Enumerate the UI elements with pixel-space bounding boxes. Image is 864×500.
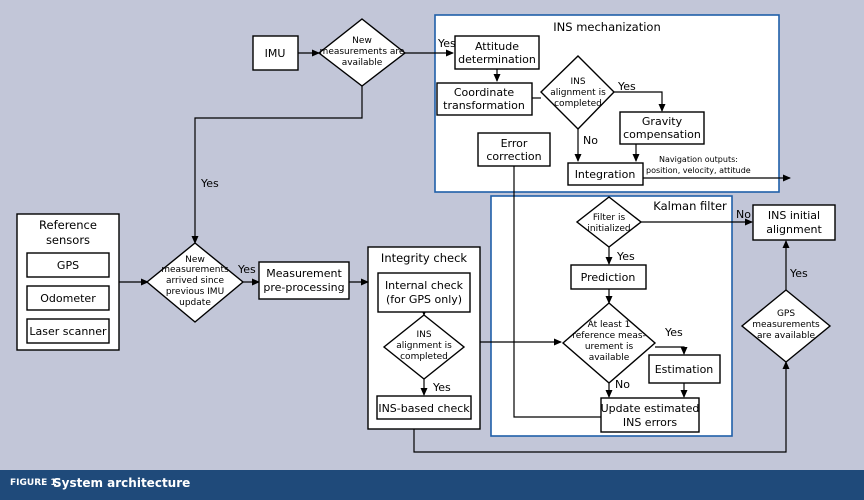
ins-based-check-label: INS-based check: [378, 402, 470, 415]
reference-available-decision: [561, 302, 657, 384]
ins-based-check-box: [376, 395, 472, 420]
gravity-compensation-box: [619, 111, 705, 145]
new-measurements-imu-line-4: previous IMU: [166, 287, 224, 297]
integrity-check-title: Integrity check: [381, 251, 467, 265]
edge-label-no-update: No: [615, 378, 630, 391]
edge-label-yes-down: Yes: [200, 177, 219, 190]
ins-initial-alignment-line-1: INS initial: [768, 209, 820, 222]
internal-check-box: [377, 272, 471, 313]
error-correction-line-1: Error: [501, 137, 528, 150]
ins-alignment-mech-line-2: alignment is: [550, 88, 606, 98]
gps-box: [26, 252, 110, 278]
ins-alignment-integrity-decision: [382, 314, 466, 380]
ins-mechanization-title: INS mechanization: [553, 20, 660, 34]
ins-alignment-mech-line-3: completed: [554, 99, 602, 109]
new-measurements-imu-line-5: update: [179, 298, 211, 308]
ins-alignment-integrity-line-3: completed: [400, 352, 448, 362]
imu-box: [252, 35, 299, 71]
edge-label-yes-prediction: Yes: [616, 250, 635, 263]
prediction-box: [570, 264, 647, 290]
gravity-compensation-line-2: compensation: [623, 128, 701, 141]
coordinate-transformation-line-1: Coordinate: [454, 86, 515, 99]
odometer-label: Odometer: [40, 292, 96, 305]
new-measurements-line-3: available: [342, 58, 383, 68]
reference-available-line-1: At least 1: [588, 320, 631, 330]
reference-available-line-4: available: [589, 353, 630, 363]
figure-number: FIGURE 1: [10, 478, 57, 488]
error-correction-box: [477, 132, 551, 167]
filter-initialized-line-1: Filter is: [593, 213, 626, 223]
ins-alignment-integrity-line-2: alignment is: [396, 341, 452, 351]
new-measurements-decision: [317, 18, 407, 87]
new-measurements-imu-line-1: New: [185, 255, 205, 265]
edge-ins-alignment-to-gravity: [614, 91, 666, 112]
reference-sensors-title-2: sensors: [46, 233, 90, 247]
edge-error-correction-down: [513, 166, 601, 418]
coordinate-transformation-line-2: transformation: [443, 99, 525, 112]
reference-available-line-3: urement is: [585, 342, 634, 352]
reference-available-line-2: reference meas-: [572, 331, 646, 341]
gps-available-line-3: are available: [757, 331, 816, 341]
reference-sensors-title-1: Reference: [39, 218, 97, 232]
attitude-determination-box: [454, 35, 540, 70]
new-measurements-line-2: measurements are: [320, 47, 405, 57]
gravity-compensation-line-1: Gravity: [642, 115, 683, 128]
edge-decision-down-loop: [194, 86, 363, 240]
edge-label-yes-estimation: Yes: [664, 326, 683, 339]
laser-scanner-label: Laser scanner: [29, 325, 107, 338]
kalman-filter-title: Kalman filter: [653, 199, 727, 213]
measurement-preprocessing-box: [258, 261, 350, 300]
edge-reference-to-estimation: [655, 346, 688, 355]
filter-initialized-decision: [575, 196, 643, 248]
ins-initial-alignment-line-2: alignment: [766, 223, 822, 236]
gps-available-decision: [740, 289, 832, 363]
measurement-preprocessing-line-1: Measurement: [266, 267, 342, 280]
update-estimated-line-1: Update estimated: [601, 402, 700, 415]
error-correction-line-2: correction: [486, 150, 541, 163]
integration-label: Integration: [575, 168, 636, 181]
measurement-preprocessing-line-2: pre-processing: [263, 281, 344, 294]
new-measurements-line-1: New: [352, 36, 372, 46]
coordinate-transformation-box: [436, 82, 533, 116]
laser-scanner-box: [26, 318, 110, 344]
ins-alignment-integrity-line-1: INS: [416, 330, 431, 340]
figure-caption-bar: FIGURE 1 System architecture: [0, 470, 864, 500]
gps-available-line-2: measurements: [752, 320, 820, 330]
edge-label-yes-gps: Yes: [789, 267, 808, 280]
navigation-outputs-line-2: position, velocity, attitude: [646, 166, 751, 175]
prediction-label: Prediction: [581, 271, 636, 284]
integration-box: [567, 162, 644, 186]
new-measurements-imu-line-3: arrived since: [166, 276, 225, 286]
edge-label-no-integration: No: [583, 134, 598, 147]
edge-label-yes-gravity: Yes: [617, 80, 636, 93]
estimation-label: Estimation: [655, 363, 714, 376]
edge-integrity-to-gps-available: [413, 361, 790, 453]
system-architecture-diagram: INS mechanization Kalman filter Integrit…: [0, 0, 864, 470]
attitude-determination-line-2: determination: [458, 53, 536, 66]
edge-label-no-alignment: No: [736, 208, 751, 221]
internal-check-line-2: (for GPS only): [386, 293, 462, 306]
new-measurements-imu-line-2: measurements: [161, 265, 229, 275]
imu-label: IMU: [265, 47, 286, 60]
edge-label-yes-imu: Yes: [437, 37, 456, 50]
update-estimated-box: [600, 397, 700, 433]
figure-title: System architecture: [53, 476, 191, 490]
update-estimated-line-2: INS errors: [623, 416, 678, 429]
ins-initial-alignment-box: [752, 204, 836, 241]
estimation-box: [648, 354, 721, 384]
ins-alignment-mech-decision: [540, 55, 615, 130]
odometer-box: [26, 285, 110, 311]
new-measurements-imu-decision: [145, 242, 245, 323]
navigation-outputs-line-1: Navigation outputs:: [659, 155, 738, 164]
internal-check-line-1: Internal check: [385, 279, 464, 292]
ins-alignment-mech-line-1: INS: [570, 77, 585, 87]
attitude-determination-line-1: Attitude: [475, 40, 519, 53]
filter-initialized-line-2: initialized: [587, 224, 630, 234]
edge-label-yes-ins-check: Yes: [432, 381, 451, 394]
edge-label-yes-preproc: Yes: [237, 263, 256, 276]
gps-available-line-1: GPS: [777, 309, 795, 319]
gps-label: GPS: [57, 259, 79, 272]
